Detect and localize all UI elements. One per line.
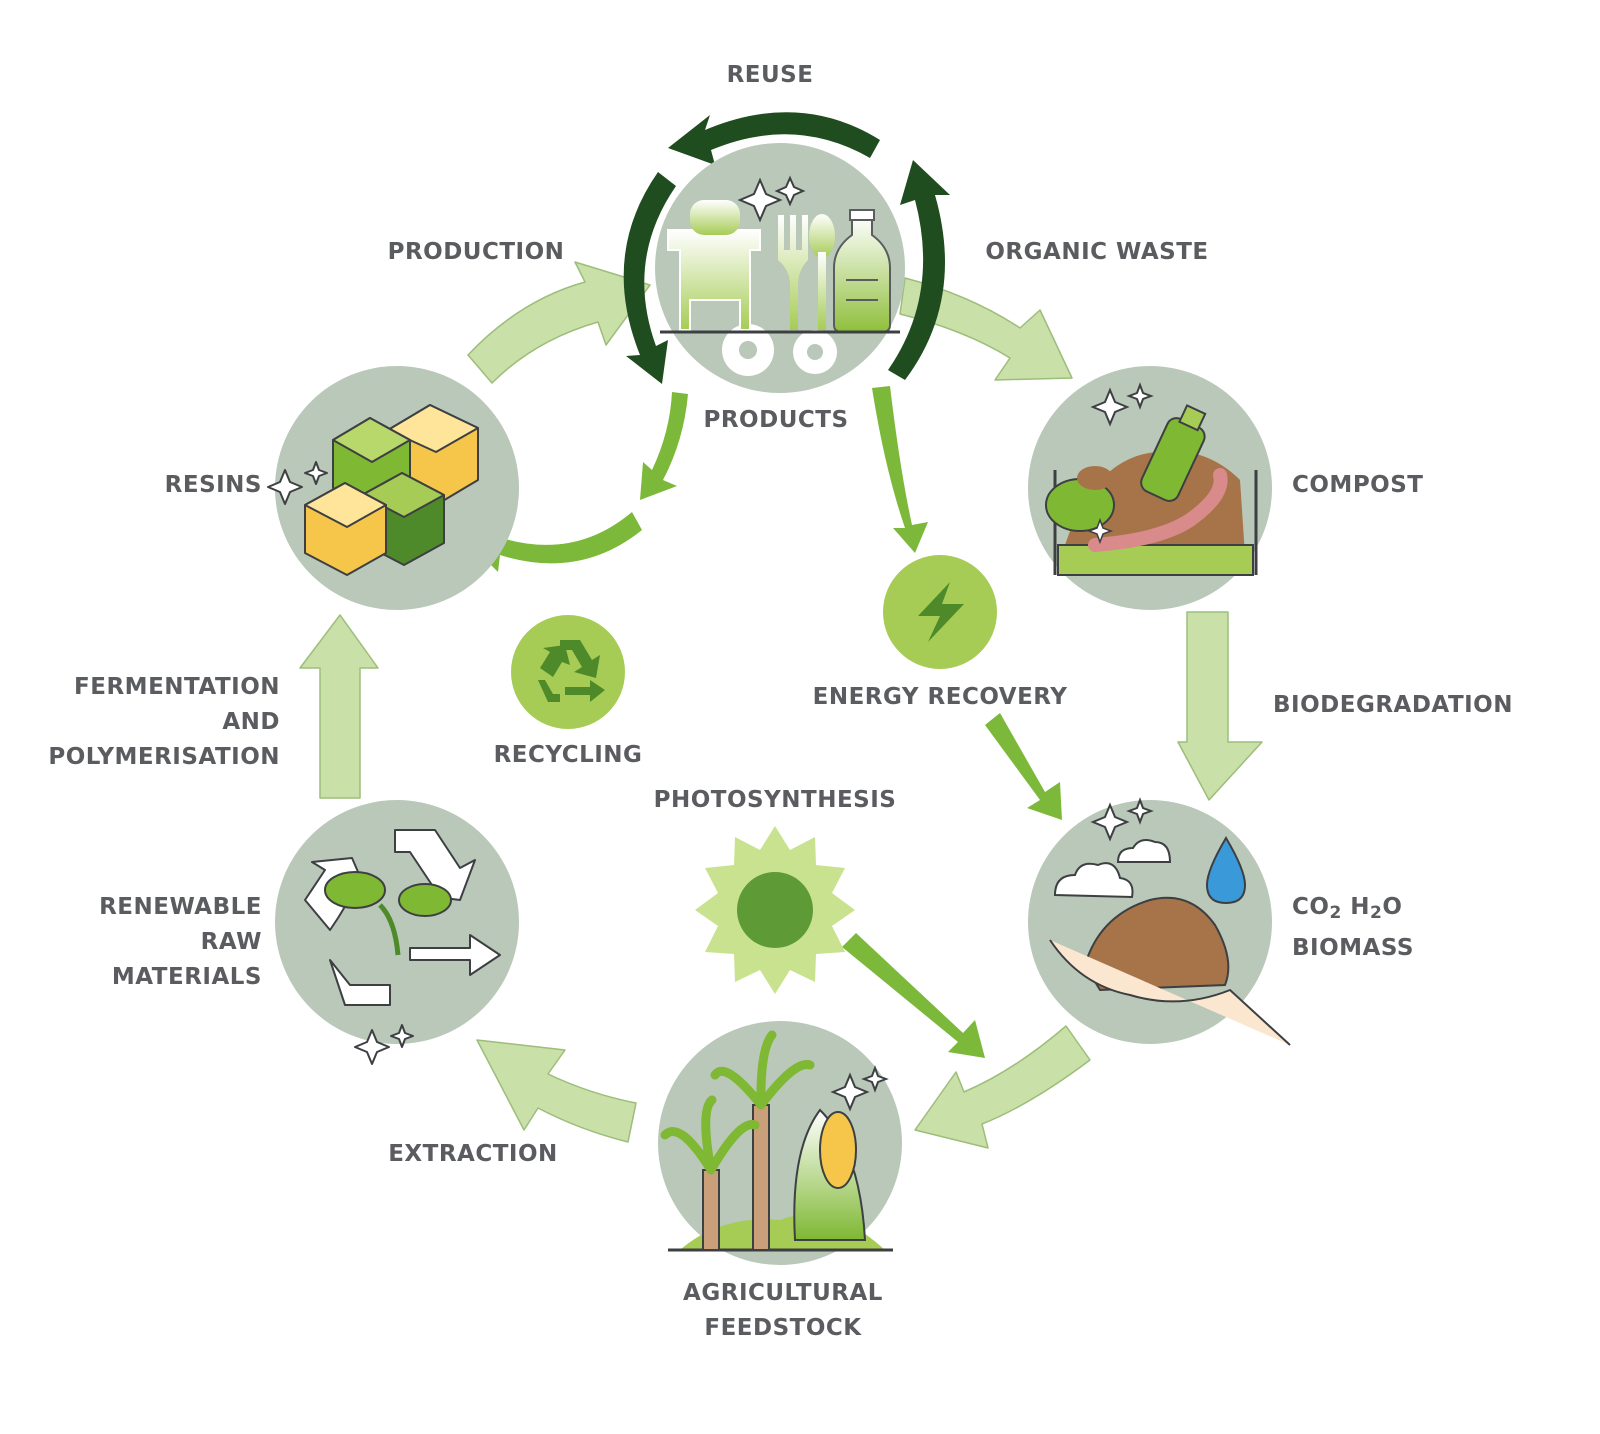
label-h: H bbox=[1350, 894, 1371, 920]
renewable-raw-materials-icon bbox=[304, 829, 501, 1065]
compost-icon bbox=[1045, 382, 1258, 576]
label-fermentation-line2: AND bbox=[222, 709, 280, 735]
arrow-organic-waste bbox=[899, 277, 1073, 381]
arrow-extraction bbox=[476, 1039, 637, 1143]
label-compost: COMPOST bbox=[1292, 472, 1424, 498]
biomass-node bbox=[1028, 797, 1291, 1046]
label-fermentation-line3: POLYMERISATION bbox=[48, 744, 280, 770]
label-fermentation-line1: FERMENTATION bbox=[74, 674, 280, 700]
reuse-arrow-right bbox=[888, 160, 950, 380]
agricultural-node bbox=[658, 1021, 902, 1265]
label-production: PRODUCTION bbox=[387, 239, 565, 265]
label-co2-subscript: 2 bbox=[1329, 903, 1342, 923]
label-co2-h2o: CO2 H2O bbox=[1292, 890, 1414, 931]
arrow-energy-to-biomass bbox=[985, 713, 1062, 820]
label-biodegradation: BIODEGRADATION bbox=[1273, 692, 1513, 718]
products-node bbox=[655, 143, 905, 393]
label-agri-line1: AGRICULTURAL bbox=[683, 1280, 883, 1306]
label-fermentation-and-polymerisation: FERMENTATION AND POLYMERISATION bbox=[48, 670, 280, 775]
arrow-products-to-energy bbox=[872, 386, 928, 553]
arrow-biodegradation bbox=[1177, 611, 1263, 801]
arrow-recycling-to-resins bbox=[464, 512, 642, 572]
compost-node bbox=[1028, 366, 1272, 610]
energy-bolt-icon bbox=[918, 582, 964, 642]
label-resins: RESINS bbox=[164, 472, 262, 498]
recycling-icon bbox=[538, 640, 605, 702]
arrow-production bbox=[467, 261, 651, 384]
reuse-arrows bbox=[623, 112, 950, 384]
label-renewable-raw-materials: RENEWABLE RAW MATERIALS bbox=[99, 890, 262, 995]
label-renewable-line3: MATERIALS bbox=[111, 964, 262, 990]
renewable-node bbox=[275, 800, 519, 1065]
arrow-products-to-resins bbox=[640, 392, 688, 500]
label-h2o-subscript: 2 bbox=[1370, 903, 1383, 923]
resins-node bbox=[267, 366, 519, 610]
label-co2-h2o-biomass: CO2 H2O BIOMASS bbox=[1292, 890, 1414, 966]
reuse-arrow-top bbox=[668, 112, 880, 165]
arrow-sun-to-agri bbox=[842, 933, 985, 1058]
label-renewable-line1: RENEWABLE bbox=[99, 894, 262, 920]
label-reuse: REUSE bbox=[726, 62, 814, 88]
products-icon bbox=[660, 175, 900, 376]
label-products: PRODUCTS bbox=[703, 407, 849, 433]
label-co: CO bbox=[1292, 894, 1330, 920]
inner-arrows bbox=[464, 386, 1062, 1058]
label-renewable-line2: RAW bbox=[200, 929, 262, 955]
label-photosynthesis: PHOTOSYNTHESIS bbox=[653, 787, 897, 813]
sun-node bbox=[695, 826, 855, 994]
arrow-biomass-to-agri bbox=[914, 1025, 1091, 1149]
label-agricultural-feedstock: AGRICULTURAL FEEDSTOCK bbox=[683, 1276, 883, 1346]
label-agri-line2: FEEDSTOCK bbox=[704, 1315, 862, 1341]
resins-icon bbox=[267, 404, 479, 576]
biomass-icon bbox=[1049, 797, 1291, 1046]
arrow-fermentation bbox=[299, 614, 379, 799]
cycle-arrows bbox=[299, 261, 1263, 1149]
label-recycling: RECYCLING bbox=[493, 742, 643, 768]
label-biomass: BIOMASS bbox=[1292, 935, 1414, 961]
label-o: O bbox=[1382, 894, 1403, 920]
agricultural-feedstock-icon bbox=[660, 1030, 893, 1252]
reuse-arrow-left bbox=[623, 172, 676, 384]
recycling-node bbox=[511, 615, 625, 729]
label-extraction: EXTRACTION bbox=[388, 1141, 558, 1167]
energy-node bbox=[883, 555, 997, 669]
label-organic-waste: ORGANIC WASTE bbox=[985, 239, 1209, 265]
label-energy-recovery: ENERGY RECOVERY bbox=[812, 684, 1068, 710]
